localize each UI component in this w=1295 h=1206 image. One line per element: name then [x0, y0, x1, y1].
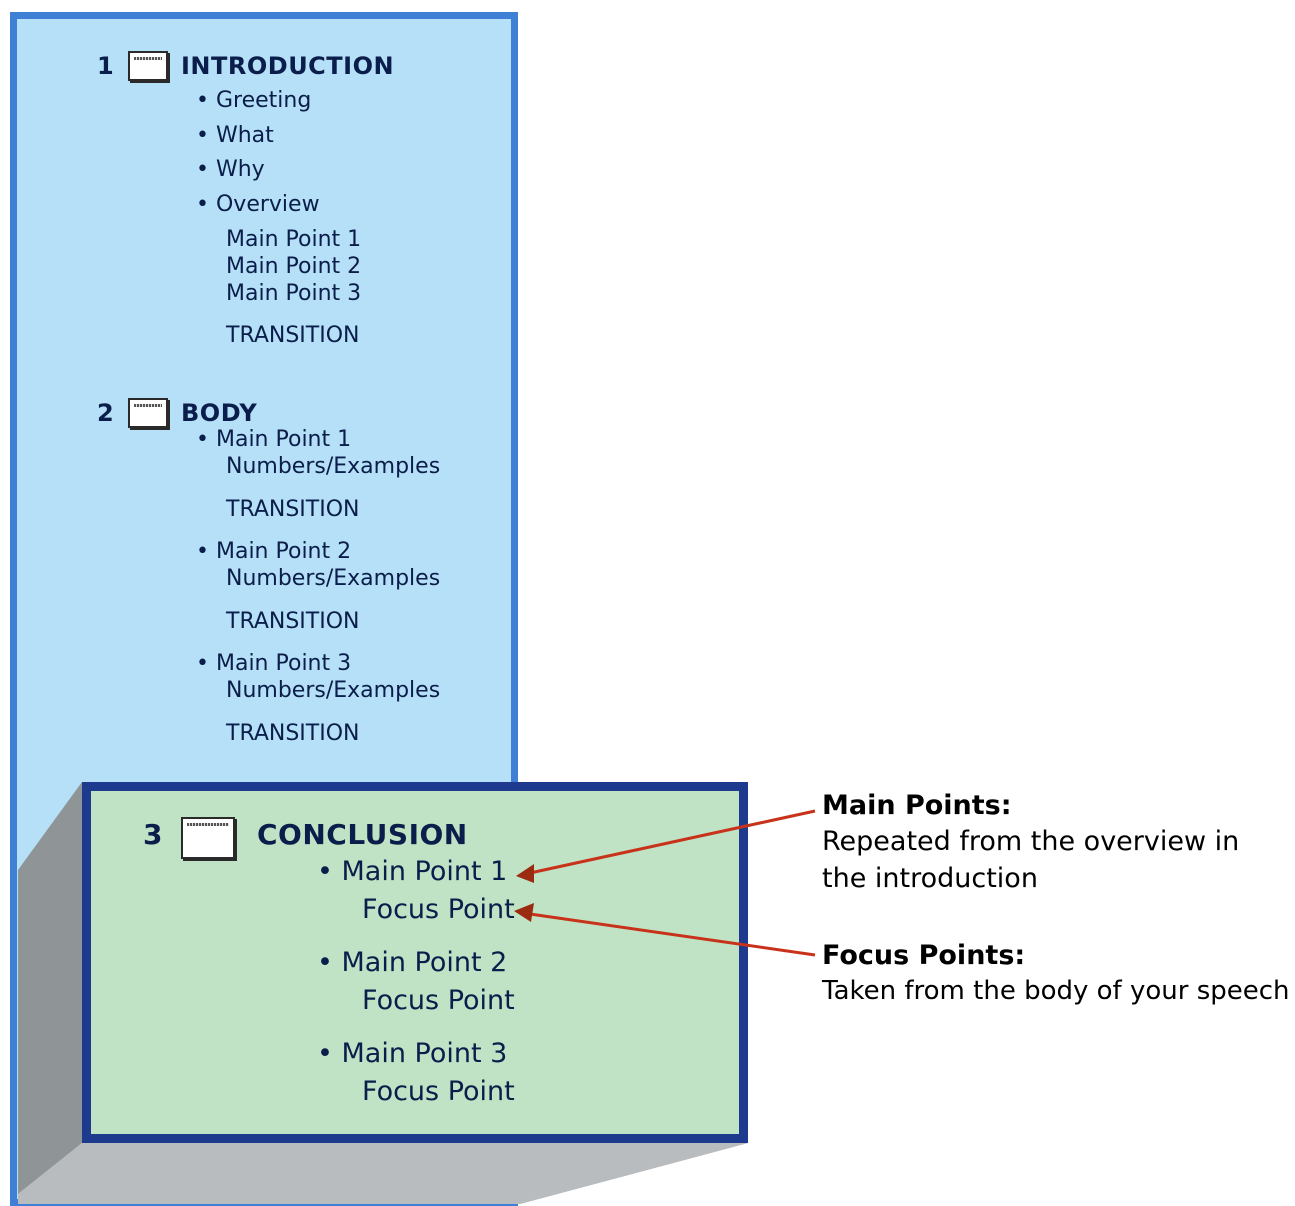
bullet-item: • Main Point 3 [196, 651, 352, 676]
sub-item: Numbers/Examples [226, 454, 441, 479]
section-number: 3 [143, 818, 163, 851]
transition-label: TRANSITION [226, 323, 360, 348]
section-number: 2 [97, 399, 114, 427]
sub-item: Numbers/Examples [226, 678, 441, 703]
sub-item: Numbers/Examples [226, 566, 441, 591]
section-title: INTRODUCTION [181, 52, 395, 80]
main-points-note: Main Points: Repeated from the overview … [822, 790, 1282, 897]
note-title: Focus Points: [822, 940, 1026, 971]
focus-points-arrow-line [529, 912, 816, 957]
main-points-arrowhead [516, 864, 534, 883]
bullet-item: • Greeting [196, 88, 312, 113]
overview-point: Main Point 1 [226, 227, 362, 252]
overview-point: Main Point 3 [226, 281, 362, 306]
overview-point: Main Point 2 [226, 254, 362, 279]
focus-point: Focus Point [362, 1076, 515, 1107]
main-points-arrow-line [529, 809, 816, 875]
transition-label: TRANSITION [226, 721, 360, 746]
bullet-item: • What [196, 123, 274, 148]
conclusion-box [82, 782, 748, 1143]
bullet-item: • Main Point 3 [317, 1038, 508, 1069]
document-icon [128, 51, 168, 81]
document-icon [128, 398, 168, 428]
bullet-item: • Main Point 1 [196, 427, 352, 452]
focus-point: Focus Point [362, 894, 515, 925]
note-title: Main Points: [822, 790, 1012, 821]
bullet-item: • Main Point 1 [317, 856, 508, 887]
bullet-item: • Main Point 2 [196, 539, 352, 564]
bullet-item: • Main Point 2 [317, 947, 508, 978]
bullet-item: • Overview [196, 192, 320, 217]
transition-label: TRANSITION [226, 609, 360, 634]
section-title: CONCLUSION [257, 818, 468, 851]
focus-point: Focus Point [362, 985, 515, 1016]
section-number: 1 [97, 52, 114, 80]
section-title: BODY [181, 399, 258, 427]
note-text: Repeated from the overview in the introd… [822, 826, 1240, 894]
focus-points-arrowhead [514, 903, 534, 922]
transition-label: TRANSITION [226, 497, 360, 522]
focus-points-note: Focus Points: Taken from the body of you… [822, 940, 1292, 1010]
bullet-item: • Why [196, 157, 265, 182]
document-icon [181, 817, 235, 859]
note-text: Taken from the body of your speech [822, 976, 1290, 1006]
